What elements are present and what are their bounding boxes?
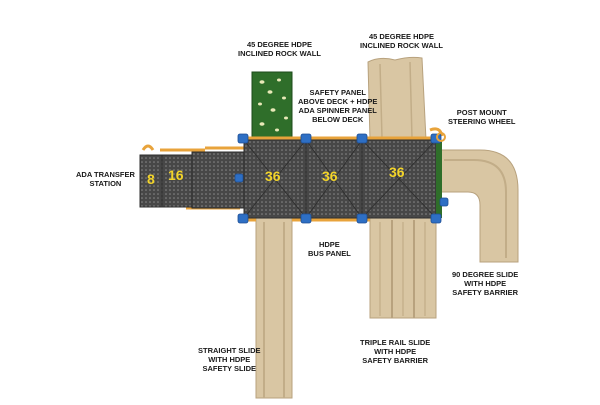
label-rock-wall-right: 45 DEGREE HDPE INCLINED ROCK WALL [360, 32, 443, 50]
label-line: STATION [89, 179, 122, 188]
rock-wall-left [251, 71, 293, 143]
rock-holds [258, 78, 288, 132]
post [237, 133, 249, 144]
rock-wall-right [367, 56, 427, 141]
deck-height-label: 16 [168, 167, 184, 183]
label-line: STRAIGHT SLIDE [198, 346, 261, 355]
label-line: POST MOUNT [456, 108, 507, 117]
straight-slide [255, 217, 293, 399]
post [300, 213, 312, 224]
label-rock-wall-left: 45 DEGREE HDPE INCLINED ROCK WALL [238, 40, 321, 58]
deck-height-label: 36 [322, 168, 338, 184]
post [234, 173, 244, 183]
post [430, 213, 442, 224]
label-line: HDPE [318, 240, 340, 249]
label-steering-wheel: POST MOUNT STEERING WHEEL [448, 108, 516, 126]
deck-height-label: 36 [265, 168, 281, 184]
label-line: 90 DEGREE SLIDE [452, 270, 519, 279]
label-transfer-station: ADA TRANSFER STATION [76, 170, 135, 188]
label-line: WITH HDPE [374, 347, 417, 356]
main-decks [243, 139, 437, 219]
label-line: 45 DEGREE HDPE [368, 32, 434, 41]
deck-height-label: 8 [147, 171, 155, 187]
label-90-degree-slide: 90 DEGREE SLIDE WITH HDPE SAFETY BARRIER [452, 270, 518, 297]
safety-panel [436, 140, 442, 218]
steering-wheel-icon [436, 132, 446, 142]
post [237, 213, 249, 224]
label-straight-slide: STRAIGHT SLIDE WITH HDPE SAFETY SLIDE [198, 346, 261, 373]
label-safety-panel: SAFETY PANEL ABOVE DECK + HDPE ADA SPINN… [298, 88, 377, 124]
post [300, 133, 312, 144]
label-line: BELOW DECK [312, 115, 364, 124]
label-line: SAFETY PANEL [309, 88, 366, 97]
label-line: TRIPLE RAIL SLIDE [360, 338, 431, 347]
slide-90-degree [439, 149, 519, 263]
label-line: INCLINED ROCK WALL [360, 41, 443, 50]
label-triple-rail-slide: TRIPLE RAIL SLIDE WITH HDPE SAFETY BARRI… [360, 338, 430, 365]
post [356, 133, 368, 144]
label-line: BUS PANEL [308, 249, 351, 258]
label-line: 45 DEGREE HDPE [246, 40, 312, 49]
label-bus-panel: HDPE BUS PANEL [308, 240, 351, 258]
triple-rail-slide [369, 217, 437, 319]
label-line: SAFETY SLIDE [202, 364, 257, 373]
label-line: SAFETY BARRIER [362, 356, 428, 365]
deck-height-label: 36 [389, 164, 405, 180]
post [356, 213, 368, 224]
label-line: STEERING WHEEL [448, 117, 516, 126]
posts [234, 133, 449, 224]
post [439, 197, 449, 207]
label-line: WITH HDPE [464, 279, 507, 288]
ada-transfer-station [139, 151, 245, 209]
label-line: ADA SPINNER PANEL [298, 106, 377, 115]
label-line: ADA TRANSFER [76, 170, 135, 179]
label-line: INCLINED ROCK WALL [238, 49, 321, 58]
label-line: WITH HDPE [208, 355, 251, 364]
label-line: SAFETY BARRIER [452, 288, 518, 297]
label-line: ABOVE DECK + HDPE [298, 97, 378, 106]
